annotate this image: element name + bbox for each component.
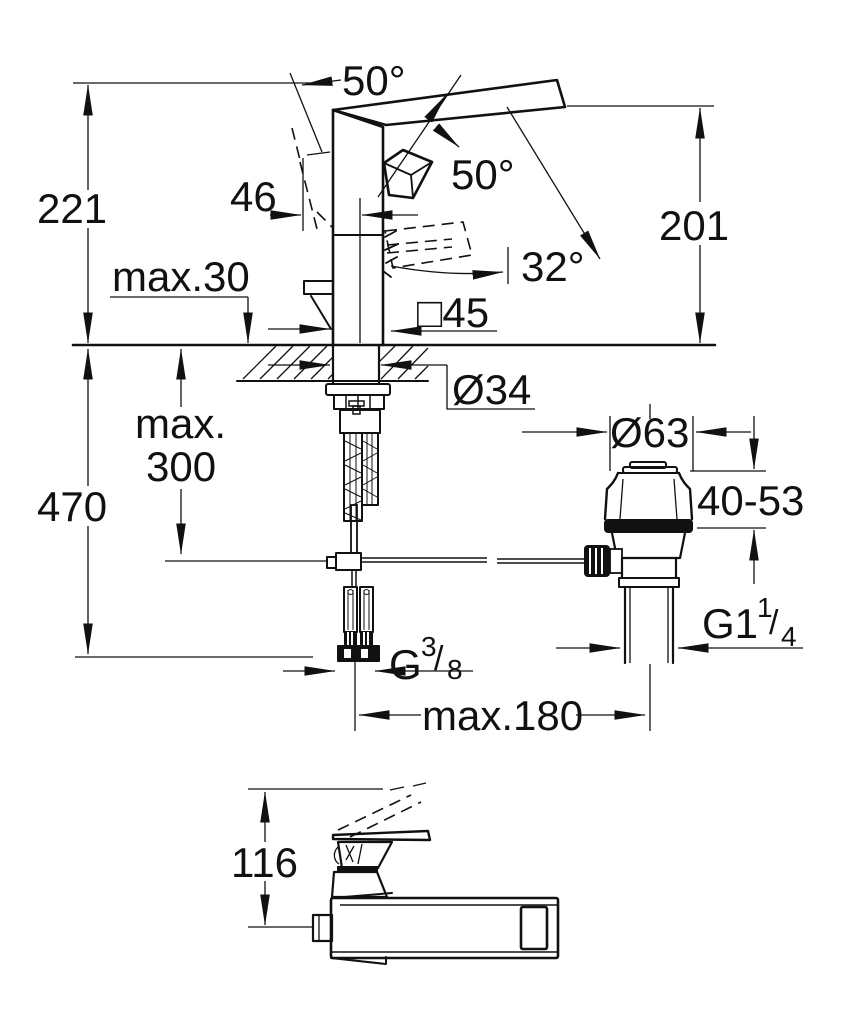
dim-clamp-range: 40-53: [697, 477, 804, 524]
dim-handle-offset: 46: [230, 173, 277, 220]
side-lever-link: [310, 295, 332, 330]
handle-left-dashed: [291, 127, 334, 230]
waste-neck-left: [603, 471, 620, 521]
waste-knob-neck: [609, 548, 623, 574]
dim-waste-thread: G1 1 / 4: [702, 592, 797, 652]
angle-leg-spout: [506, 106, 601, 260]
supply-hoses: [337, 432, 380, 662]
faucet-plan-view: [311, 794, 560, 965]
plan-mount-detail: [333, 843, 363, 865]
dim-rod-reach: max.180: [422, 692, 583, 739]
dim-hose-thread: G 3 / 8: [389, 631, 463, 688]
dimension-labels: 50° 50° 32° 221 46 max.30 201 □45 Ø34 ma…: [37, 57, 804, 886]
waste-thread-slash: /: [769, 604, 779, 642]
hose-thread-g: G: [389, 641, 422, 688]
dimension-annotations: [73, 72, 803, 928]
waste-thread-den: 4: [781, 621, 797, 652]
handle-open-end-view: [382, 148, 434, 200]
mounting-nut: [333, 394, 385, 410]
slab-hatching: [242, 345, 429, 380]
shank-walls: [331, 343, 381, 386]
handle-left-jog: [306, 151, 331, 156]
dim-angle-spray: 32°: [521, 243, 585, 290]
lift-rod-linkage: [326, 504, 584, 587]
dim-hose-max-1: max.: [135, 400, 226, 447]
plan-inlet-connector: [311, 913, 334, 943]
dim-hose-max-2: 300: [146, 443, 216, 490]
hose-thread-den: 8: [447, 654, 463, 685]
hose-end-left: [343, 586, 358, 633]
waste-thread-g: G1: [702, 600, 758, 647]
waste-tailpipe: [623, 585, 675, 665]
rod-coupler: [335, 552, 362, 571]
mounting-shank: [325, 343, 391, 434]
handle-open-detail: [383, 161, 433, 199]
plan-aerator: [519, 905, 549, 951]
hose-left-braid: [344, 440, 362, 521]
dim-angle-top: 50°: [342, 57, 406, 104]
hose-end-plate: [337, 645, 380, 662]
rod-coupler-cap: [326, 556, 337, 569]
dim-overall-height: 470: [37, 483, 107, 530]
angle-arc-32: [390, 265, 504, 280]
waste-neck-right: [677, 471, 694, 521]
washer-flange: [325, 383, 391, 396]
waste-body: [610, 531, 687, 560]
body-right-edge: [331, 108, 385, 347]
side-lever-pivot: [303, 280, 334, 295]
pull-rod: [350, 504, 358, 554]
countertop: [71, 343, 717, 382]
dim-spout-height: 201: [659, 202, 729, 249]
plan-dark-band: [337, 866, 378, 872]
handle-lowered-dashed: [384, 221, 474, 269]
dim-angle-open: 50°: [451, 151, 515, 198]
handle-lever-closed: [331, 78, 567, 127]
dim-hole-dia: Ø34: [452, 366, 531, 413]
handle-lowered-innerlines: [386, 238, 453, 254]
angle-leg-left: [289, 72, 323, 153]
dim-body-square: □45: [417, 289, 489, 336]
plan-lever: [331, 829, 432, 842]
dim-total-height: 221: [37, 185, 107, 232]
pop-up-waste: [584, 461, 694, 665]
dim-waste-dia: Ø63: [610, 409, 689, 456]
angle-leg-open: [377, 74, 462, 198]
waste-ring: [618, 577, 680, 588]
dim-max-deck: max.30: [112, 253, 250, 300]
hose-right: [361, 432, 379, 506]
hose-right-braid: [362, 440, 378, 498]
hose-thread-num: 3: [421, 631, 437, 662]
waste-thread-num: 1: [757, 592, 773, 623]
plan-lever-raised-dashed: [337, 794, 422, 838]
waste-seal-flange: [604, 519, 693, 533]
dim-spout-depth: 116: [231, 839, 298, 886]
hose-end-right: [359, 586, 374, 633]
hose-thread-slash: /: [434, 640, 444, 678]
body-edge-ticks: [382, 230, 399, 278]
horizontal-rod: [361, 557, 584, 564]
